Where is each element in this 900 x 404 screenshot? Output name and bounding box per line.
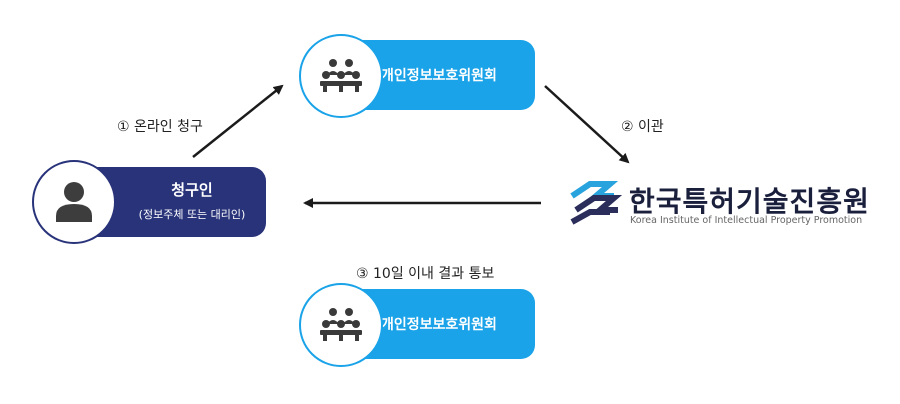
requester-subtitle: (정보주체 또는 대리인) [138,208,246,221]
step-label-result-notice: ③ 10일 이내 결과 통보 [356,266,495,282]
kipo-english-name: Korea Institute of Intellectual Property… [630,215,863,226]
kipo-name: 한국특허기술진흥원 [629,185,870,218]
audience-icon [299,283,383,367]
committee-label: 개인정보보호위원회 [381,317,497,333]
person-icon [32,160,116,244]
audience-icon [299,34,383,118]
requester-title: 청구인 [171,181,213,199]
step-label-online-request: ① 온라인 청구 [117,119,203,135]
arrow-online-request [192,84,284,158]
kipo-logo-icon [570,181,623,225]
step-label-transfer: ② 이관 [621,119,664,135]
committee-label: 개인정보보호위원회 [381,68,497,84]
arrow-transfer [544,85,630,164]
